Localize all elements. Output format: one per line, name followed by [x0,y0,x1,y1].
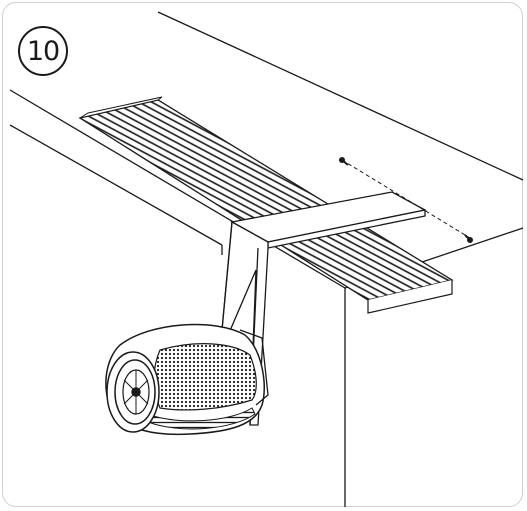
tank-outline [9,11,524,507]
screw-icon [339,157,473,243]
step-number-badge: 10 [18,26,68,76]
step-number: 10 [26,35,60,67]
heater-unit-icon [105,323,269,436]
